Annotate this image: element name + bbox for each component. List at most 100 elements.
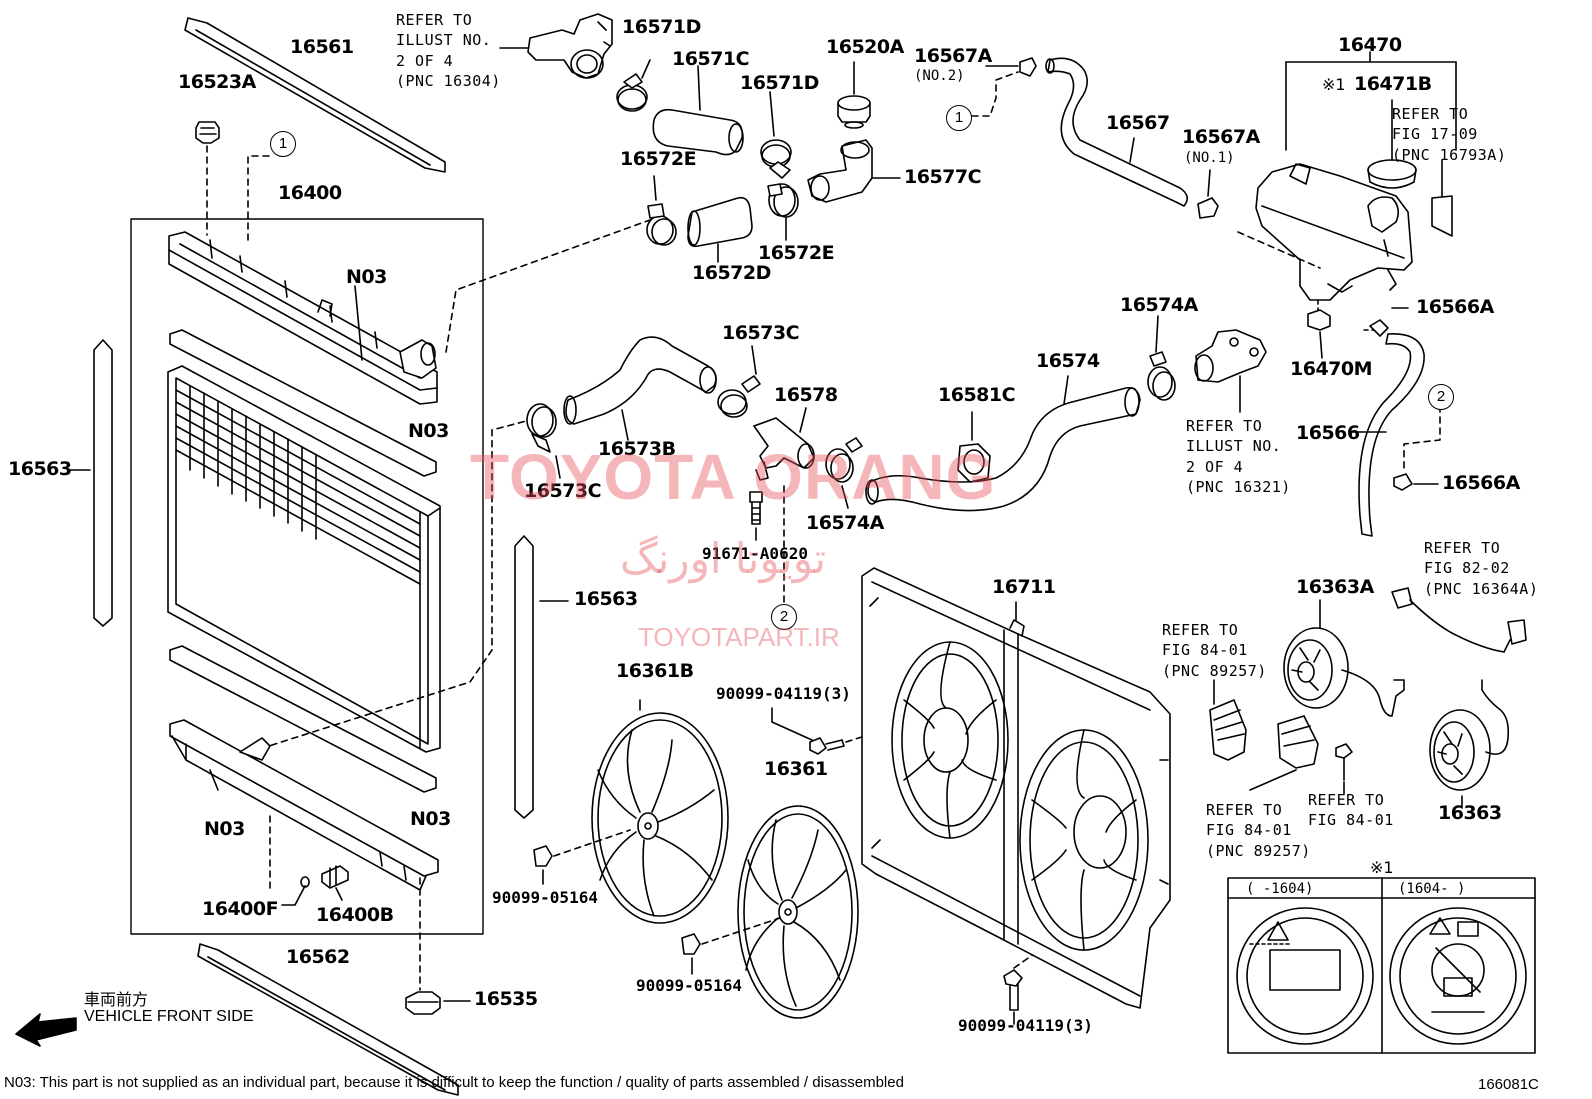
circle-mark-2b: 2 <box>1428 384 1454 410</box>
clamp-16572E-right <box>767 183 799 218</box>
refer-84-01: REFER TO FIG 84-01 <box>1308 791 1394 830</box>
connector-89257-b <box>1277 715 1319 769</box>
vehicle-front-en: VEHICLE FRONT SIDE <box>84 1008 254 1025</box>
leader-upper-hose <box>445 219 651 353</box>
callout-16363: 16363 <box>1438 802 1502 824</box>
nut-90099-05164-bot <box>681 933 701 955</box>
callout-16711: 16711 <box>992 576 1056 598</box>
water-inlet-16321 <box>1194 329 1267 383</box>
wire-harness-16364A <box>1391 587 1527 653</box>
clamp-16574A-top <box>1147 351 1176 401</box>
vehicle-front-arrow-icon <box>15 1013 77 1047</box>
fan-shroud-16711 <box>861 567 1171 1009</box>
bolt-84-01 <box>1335 743 1353 781</box>
refer-89257-a: REFER TO FIG 84-01 (PNC 89257) <box>1162 621 1267 680</box>
bolt-90099-04119-top <box>809 737 845 755</box>
callout-16363A: 16363A <box>1296 576 1374 598</box>
callout-16571D-top: 16571D <box>622 16 701 38</box>
watermark-latin: TOYOTA ORANG <box>470 441 997 513</box>
callout-16574A-bot: 16574A <box>806 512 884 534</box>
leader-c1a <box>247 155 271 241</box>
drain-plug-16400B <box>321 865 349 889</box>
leader-c1b <box>971 71 1019 117</box>
cap-16470M <box>1307 299 1331 331</box>
connector-89257-a <box>1209 699 1247 761</box>
callout-16561: 16561 <box>290 36 354 58</box>
callout-16523A: 16523A <box>178 71 256 93</box>
refer-16304: REFER TO ILLUST NO. 2 OF 4 (PNC 16304) <box>396 11 501 90</box>
strip-16563-left <box>93 339 113 627</box>
callout-16361B: 16361B <box>616 660 694 682</box>
hose-16573B <box>563 336 717 425</box>
callout-16578: 16578 <box>774 384 838 406</box>
callout-16471B: 16471B <box>1354 73 1432 95</box>
figure-code: 166081C <box>1478 1076 1539 1093</box>
callout-16563-left: 16563 <box>8 458 72 480</box>
callout-16572E-left: 16572E <box>620 148 697 170</box>
callout-16470M: 16470M <box>1290 358 1373 380</box>
callout-90099-04119-bot: 90099-04119(3) <box>958 1016 1093 1035</box>
elbow-16577C <box>807 139 901 203</box>
vehicle-front-jp: 車両前方 <box>84 992 149 1009</box>
caution-label-16793A <box>1431 195 1453 237</box>
callout-n03-bl: N03 <box>204 818 245 840</box>
clamp-16567A-top <box>1019 57 1037 77</box>
seal-n03-top <box>169 329 437 477</box>
motor-16363A <box>1283 627 1405 717</box>
radiator-lower-tank <box>169 719 439 891</box>
reference-mark: ※1 <box>1322 75 1346 94</box>
callout-91671-A0620: 91671-A0620 <box>702 544 808 563</box>
hose-16574 <box>865 386 1141 512</box>
fan-16361 <box>737 805 859 1019</box>
mount-16535 <box>405 991 441 1015</box>
watermark-url: TOYOTAPART.IR <box>638 622 840 652</box>
callout-n03-br: N03 <box>410 808 451 830</box>
seal-n03-bottom <box>169 645 437 793</box>
inset-col-left: ( -1604) <box>1246 881 1314 897</box>
clamp-16566A-top <box>1369 319 1389 337</box>
callout-16520A: 16520A <box>826 36 904 58</box>
fan-16361B <box>591 712 729 924</box>
circle-mark-1b: 1 <box>946 105 972 131</box>
strip-16563-mid <box>514 535 534 819</box>
callout-16566A-top: 16566A <box>1416 296 1494 318</box>
callout-90099-05164-bot: 90099-05164 <box>636 976 742 995</box>
clamp-16571D-mid <box>760 139 792 179</box>
clamp-16574A-bot <box>825 437 863 483</box>
hose-16567 <box>1045 57 1188 207</box>
callout-16567: 16567 <box>1106 112 1170 134</box>
radiator-core <box>167 365 441 753</box>
strip-16562 <box>197 943 459 1096</box>
radiator-group-frame <box>130 218 484 935</box>
inset-col-right: (1604- ) <box>1398 881 1466 897</box>
callout-n03-top: N03 <box>346 266 387 288</box>
nut-90099-05164-left <box>533 845 553 867</box>
callout-16361: 16361 <box>764 758 828 780</box>
callout-16566: 16566 <box>1296 422 1360 444</box>
mount-16523A <box>195 121 220 144</box>
circle-mark-1a: 1 <box>270 131 296 157</box>
radiator-upper-tank <box>168 231 438 405</box>
callout-16571D-mid: 16571D <box>740 72 819 94</box>
callout-16581C: 16581C <box>938 384 1016 406</box>
callout-16574: 16574 <box>1036 350 1100 372</box>
clamp-16566A-bot <box>1393 473 1413 491</box>
callout-90099-05164-left: 90099-05164 <box>492 888 598 907</box>
clamp-16572E-left <box>646 203 677 246</box>
hose-16566 <box>1358 333 1425 537</box>
refer-16364A: REFER TO FIG 82-02 (PNC 16364A) <box>1424 539 1539 598</box>
callout-16571C: 16571C <box>672 48 750 70</box>
callout-90099-04119-top: 90099-04119(3) <box>716 684 851 703</box>
clip-16581C <box>957 443 991 483</box>
callout-16573C-bot: 16573C <box>524 480 602 502</box>
callout-16573C-top: 16573C <box>722 322 800 344</box>
clamp-16567A-mid <box>1197 197 1219 219</box>
inset-mark: ※1 <box>1370 858 1394 877</box>
callout-16572D: 16572D <box>692 262 771 284</box>
callout-16566A-bot: 16566A <box>1442 472 1520 494</box>
strip-16561 <box>184 17 446 173</box>
callout-16400: 16400 <box>278 182 342 204</box>
leader-16400B <box>335 887 343 901</box>
hose-16572D <box>687 196 753 248</box>
